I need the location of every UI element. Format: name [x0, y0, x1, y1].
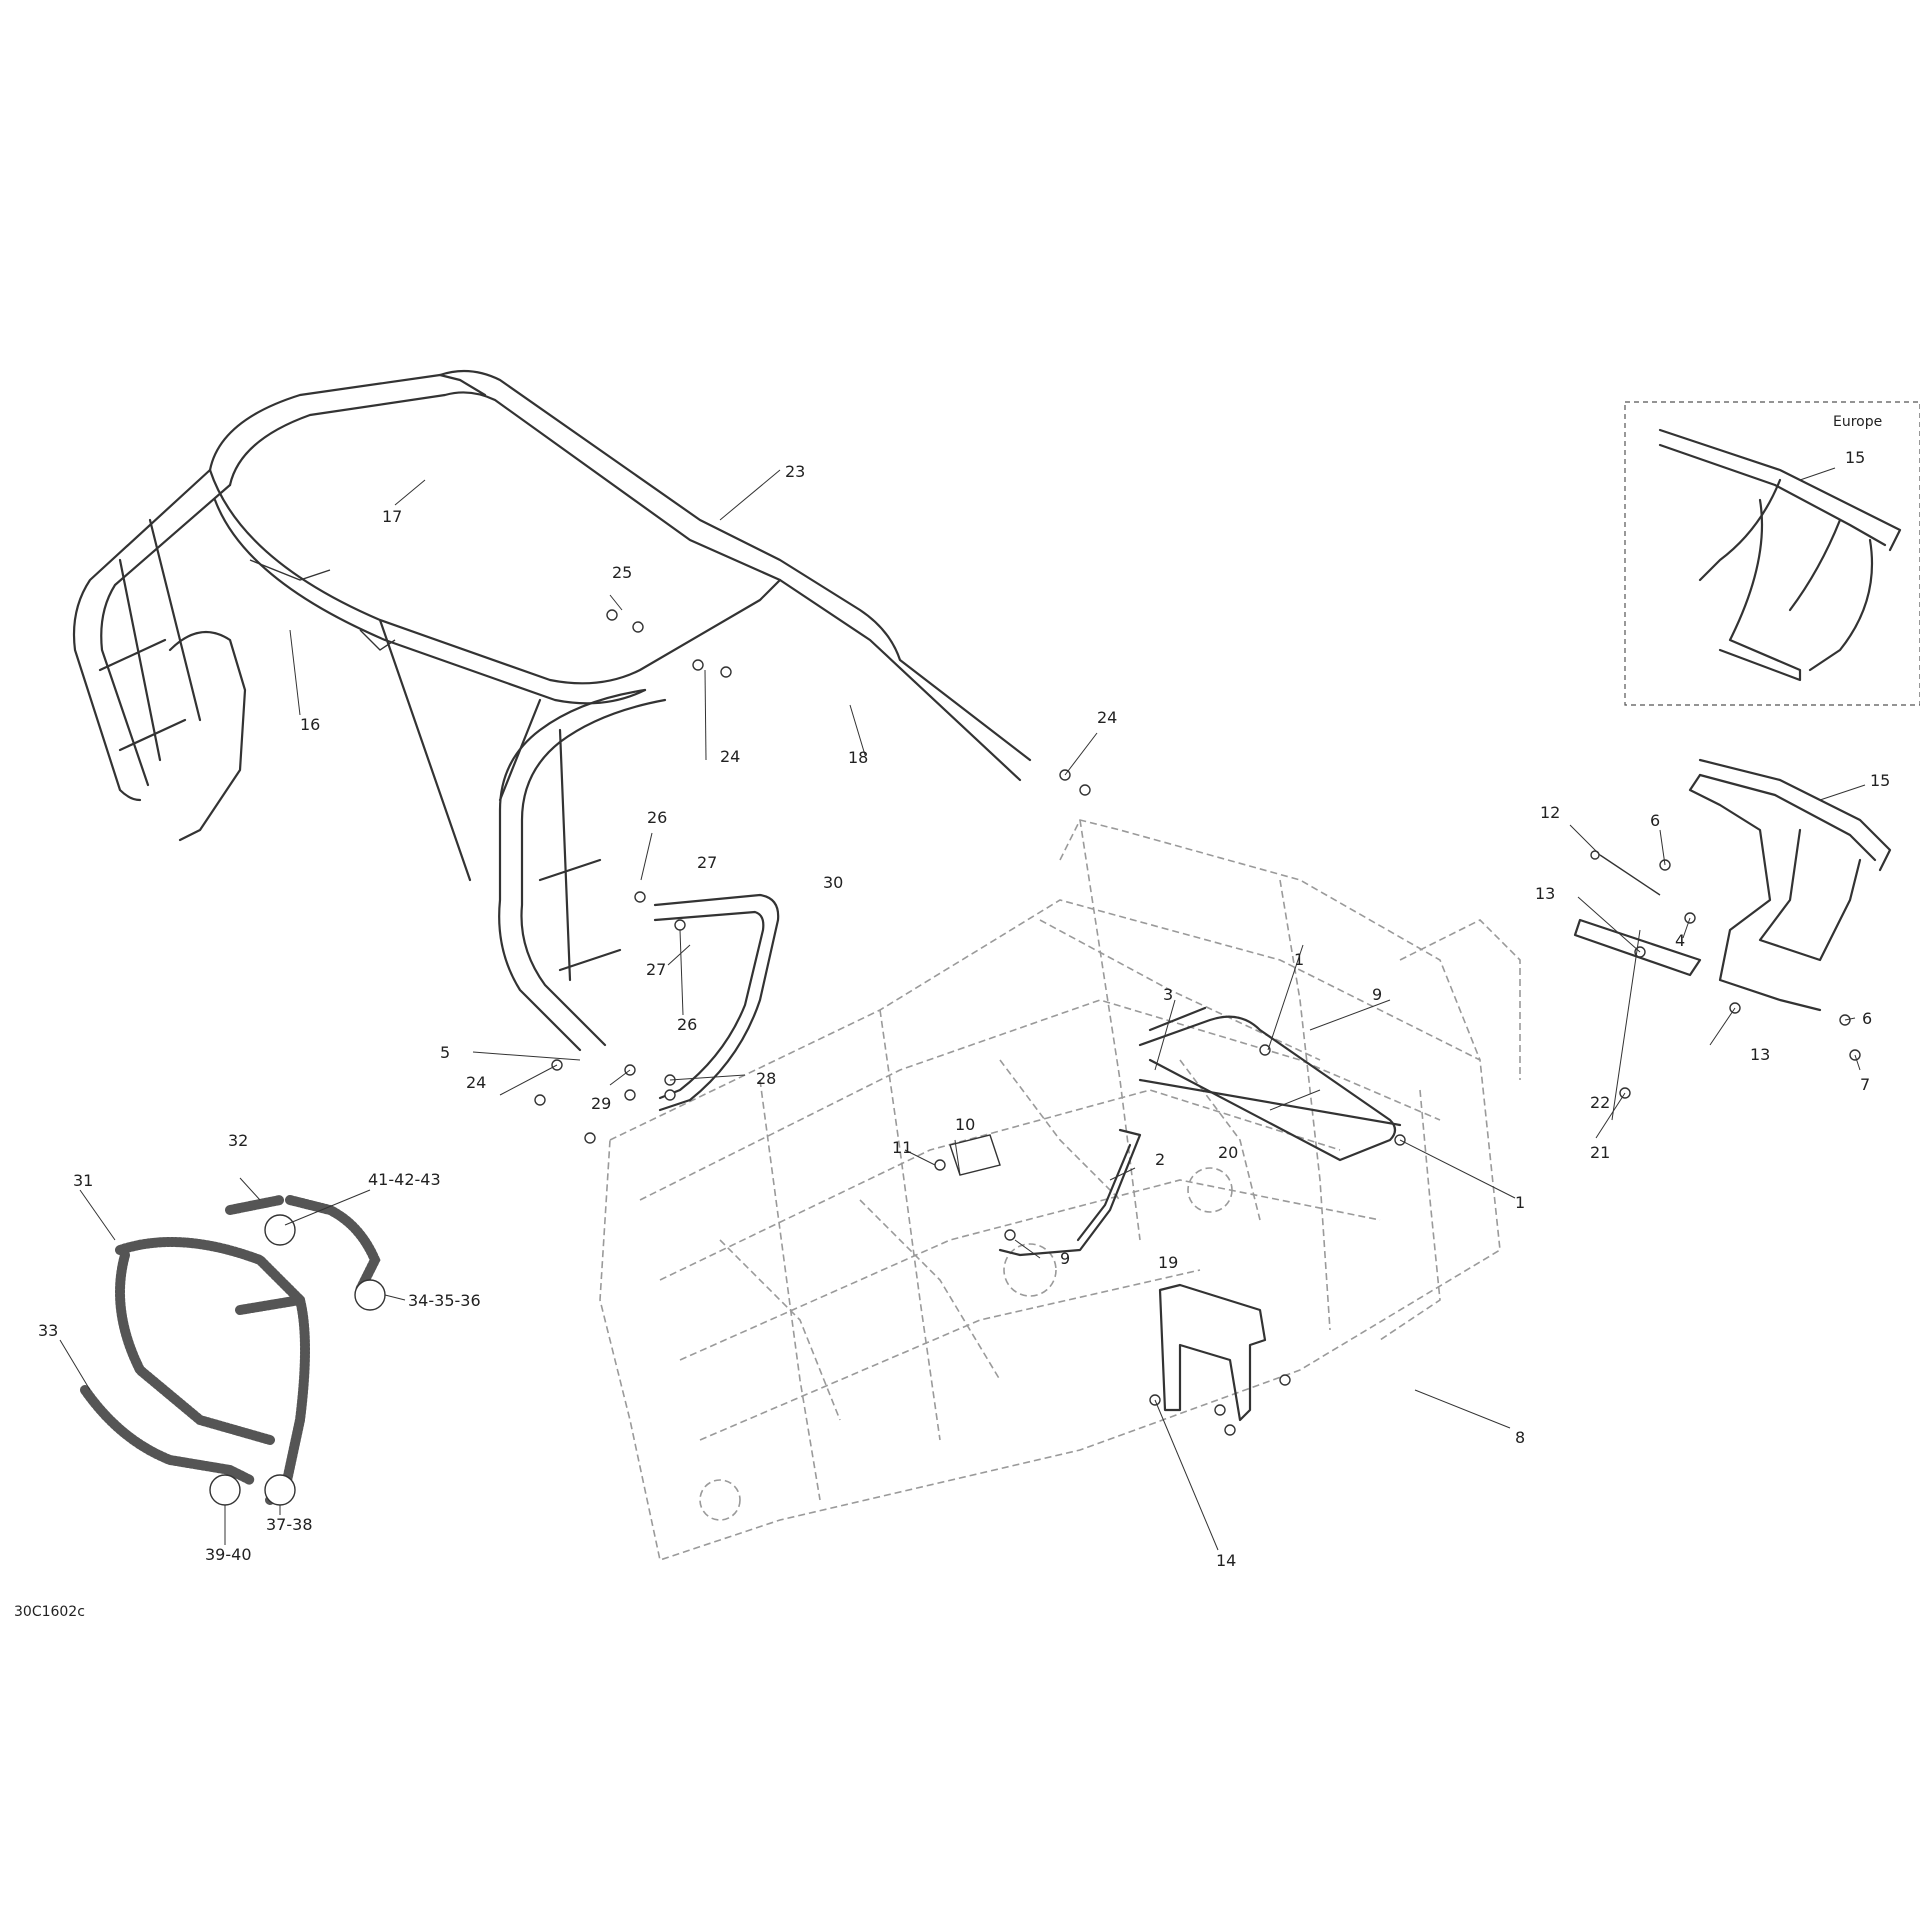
callout-13b: 13	[1750, 1045, 1770, 1064]
callout-15a: 15	[1845, 448, 1865, 467]
callout-10: 10	[955, 1115, 975, 1134]
callout-26b: 26	[677, 1015, 697, 1034]
callout-24b: 24	[720, 747, 740, 766]
europe-bumper-drawing	[1658, 428, 1902, 682]
callout-12: 12	[1540, 803, 1560, 822]
bars-drawing	[653, 893, 1402, 1422]
callout-4: 4	[1675, 931, 1685, 950]
callout-33: 33	[38, 1321, 58, 1340]
roll-cage-drawing	[72, 369, 1032, 1052]
callout-13a: 13	[1535, 884, 1555, 903]
callout-18: 18	[848, 748, 868, 767]
callout-5: 5	[440, 1043, 450, 1062]
callout-29: 29	[591, 1094, 611, 1113]
callout-14: 14	[1216, 1551, 1236, 1570]
callout-1a: 1	[1294, 950, 1304, 969]
callout-25: 25	[612, 563, 632, 582]
europe-inset-box	[1624, 401, 1920, 706]
callout-3: 3	[1163, 985, 1173, 1004]
callout-26a: 26	[647, 808, 667, 827]
callout-23: 23	[785, 462, 805, 481]
callout-labels: 1 1 2 3 4 5 6 6 7 8 9 9 10 11 12 13 13 1…	[38, 448, 1890, 1570]
region-label-europe: Europe	[1833, 414, 1882, 430]
callout-17: 17	[382, 507, 402, 526]
callout-2: 2	[1155, 1150, 1165, 1169]
callout-7: 7	[1860, 1075, 1870, 1094]
callout-27a: 27	[697, 853, 717, 872]
callout-1b: 1	[1515, 1193, 1525, 1212]
diagram-code: 30C1602c	[14, 1604, 85, 1620]
callout-32: 32	[228, 1131, 248, 1150]
callout-15b: 15	[1870, 771, 1890, 790]
callout-22: 22	[1590, 1093, 1610, 1112]
callout-9b: 9	[1060, 1249, 1070, 1268]
callout-37-38: 37-38	[266, 1515, 313, 1534]
callout-31: 31	[73, 1171, 93, 1190]
hardware-drawing	[534, 609, 1861, 1436]
main-frame-drawing	[599, 819, 1521, 1562]
callout-30: 30	[823, 873, 843, 892]
callout-24a: 24	[466, 1073, 486, 1092]
callout-27b: 27	[646, 960, 666, 979]
callout-6a: 6	[1650, 811, 1660, 830]
leader-lines	[59, 467, 1866, 1551]
callout-34-35-36: 34-35-36	[408, 1291, 481, 1310]
callout-19: 19	[1158, 1253, 1178, 1272]
callout-20: 20	[1218, 1143, 1238, 1162]
bumper-assembly-drawing	[1573, 758, 1892, 1012]
callout-21: 21	[1590, 1143, 1610, 1162]
callout-16: 16	[300, 715, 320, 734]
callout-24c: 24	[1097, 708, 1117, 727]
callout-9a: 9	[1372, 985, 1382, 1004]
callout-41-42-43: 41-42-43	[368, 1170, 441, 1189]
callout-39-40: 39-40	[205, 1545, 252, 1564]
callout-28: 28	[756, 1069, 776, 1088]
callout-6b: 6	[1862, 1009, 1872, 1028]
hatched-parts-drawing	[80, 1195, 386, 1506]
callout-8: 8	[1515, 1428, 1525, 1447]
callout-11: 11	[892, 1138, 912, 1157]
